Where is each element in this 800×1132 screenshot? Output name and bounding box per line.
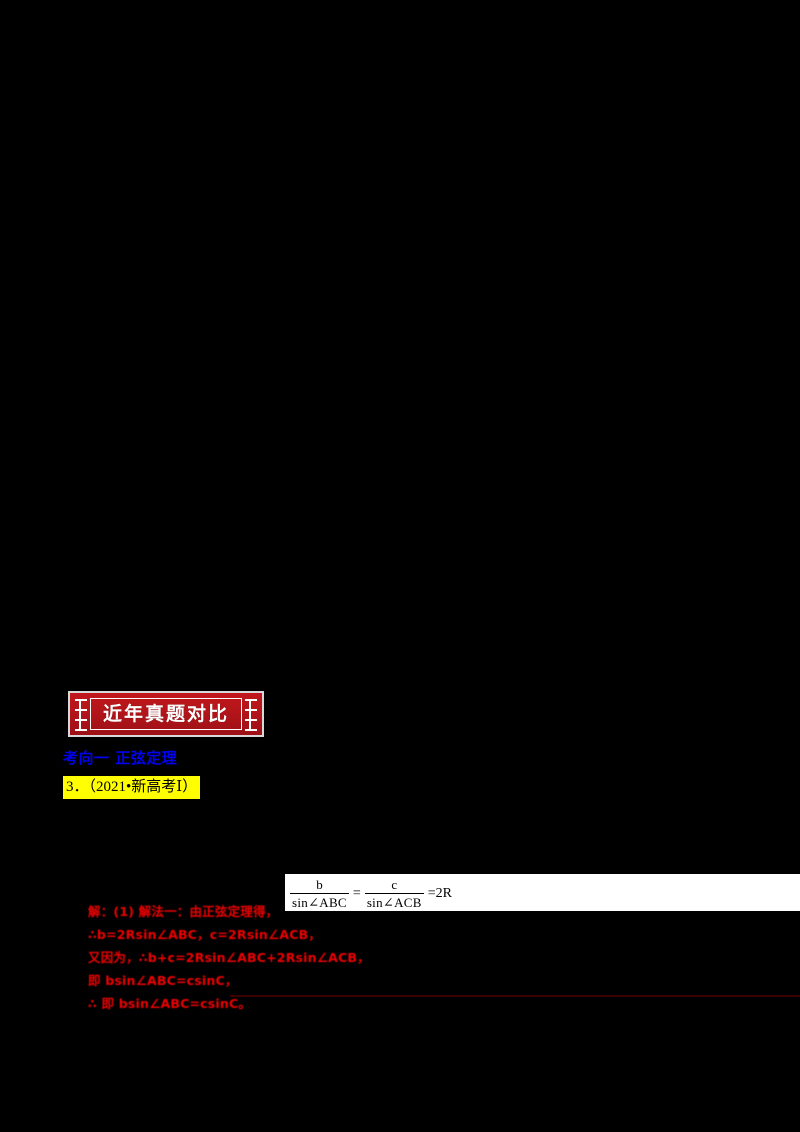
fraction-numerator: b <box>316 877 323 892</box>
solution-line: ∴b=2Rsin∠ABC，c=2Rsin∠ACB， <box>88 927 322 942</box>
ornament-bracket-icon <box>72 695 90 733</box>
fraction-bar <box>364 893 424 894</box>
equals-sign: = <box>352 886 361 901</box>
section-banner: 近年真题对比 <box>68 691 264 737</box>
fraction-b-over-sinABC: b sin∠ABC <box>290 878 349 910</box>
solution-line: ∴ 即 bsin∠ABC=csinC。 <box>88 996 252 1011</box>
solution-line: 解：(1) 解法一：由正弦定理得， <box>88 904 279 919</box>
fraction-bar <box>290 893 349 894</box>
solution-line: 又因为，∴b+c=2Rsin∠ABC+2Rsin∠ACB， <box>88 950 370 965</box>
sine-rule-formula: b sin∠ABC = c sin∠ACB =2R <box>288 877 452 911</box>
fraction-denominator: sin∠ABC <box>292 895 347 910</box>
question-number-highlight: 3．（2021•新高考Ⅰ） <box>63 776 201 799</box>
fraction-c-over-sinACB: c sin∠ACB <box>364 877 424 910</box>
solution-block: 解：(1) 解法一：由正弦定理得， ∴b=2Rsin∠ABC，c=2Rsin∠A… <box>88 900 788 1015</box>
section-banner-title: 近年真题对比 <box>102 702 229 725</box>
section-banner-body: 近年真题对比 <box>68 691 264 737</box>
solution-underline-rule <box>230 995 800 997</box>
fraction-numerator: c <box>391 877 398 892</box>
banner-inner-frame <box>90 698 242 730</box>
exam-focus-heading: 考向一 正弦定理 <box>63 749 178 767</box>
solution-line: 即 bsin∠ABC=csinC， <box>88 973 238 988</box>
formula-tail-2R: =2R <box>427 886 452 901</box>
ornament-bracket-icon <box>242 695 260 733</box>
formula-white-band <box>285 874 800 911</box>
fraction-denominator: sin∠ACB <box>366 895 422 910</box>
